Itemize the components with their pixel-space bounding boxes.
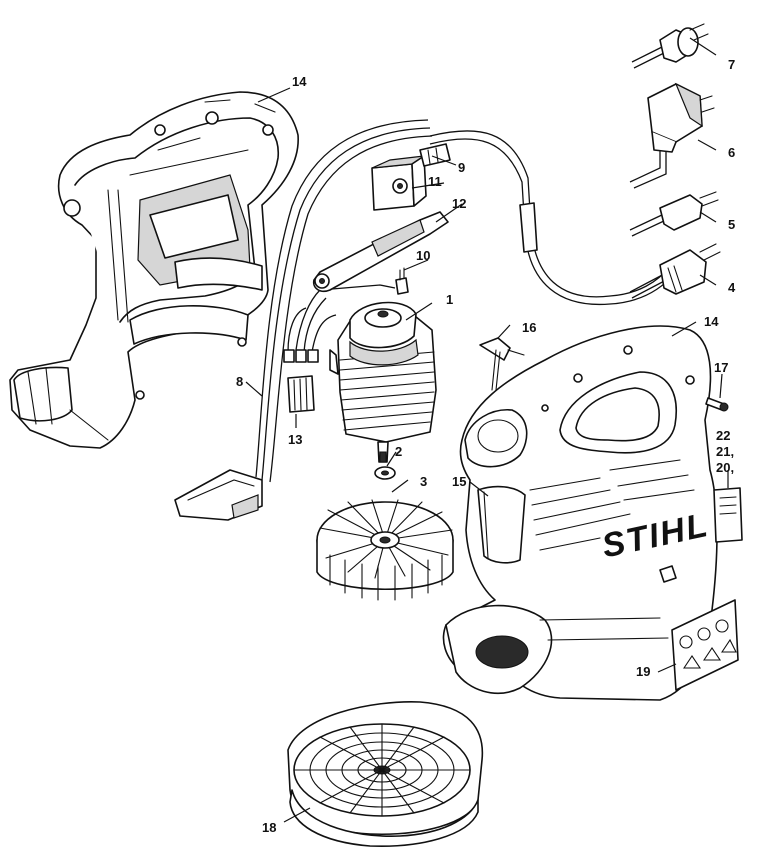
plug-type-5 xyxy=(629,191,719,237)
leader-lines xyxy=(245,37,729,823)
callout-16: 16 xyxy=(522,320,536,335)
cable-clamp xyxy=(312,211,449,293)
nozzle-adapter xyxy=(477,485,526,564)
washer xyxy=(374,466,396,480)
plug-type-7 xyxy=(631,23,709,69)
callout-17: 17 xyxy=(714,360,728,375)
electric-motor xyxy=(329,301,437,463)
mounting-bracket xyxy=(479,337,525,391)
fan-impeller xyxy=(316,499,454,601)
housing-half-right: STIHL xyxy=(442,325,718,701)
housing-half-left xyxy=(9,91,299,449)
callout-4: 4 xyxy=(728,280,736,295)
callout-14-top: 14 xyxy=(292,74,307,89)
callout-10: 10 xyxy=(416,248,430,263)
callout-12: 12 xyxy=(452,196,466,211)
callout-19: 19 xyxy=(636,664,650,679)
intake-cover-grille xyxy=(287,701,484,848)
screw xyxy=(705,397,729,412)
plug-type-6 xyxy=(629,82,715,189)
terminal-block xyxy=(287,375,315,413)
callout-5: 5 xyxy=(728,217,735,232)
motor-connector xyxy=(395,267,409,295)
callout-8: 8 xyxy=(236,374,243,389)
callout-7: 7 xyxy=(728,57,735,72)
callout-2: 2 xyxy=(395,444,402,459)
callout-13: 13 xyxy=(288,432,302,447)
callout-18: 18 xyxy=(262,820,276,835)
callout-21: 21, xyxy=(716,444,734,459)
callout-20: 20, xyxy=(716,460,734,475)
callout-11: 11 xyxy=(428,174,442,189)
callout-14-right: 14 xyxy=(704,314,719,329)
callout-6: 6 xyxy=(728,145,735,160)
callout-15: 15 xyxy=(452,474,466,489)
on-off-switch xyxy=(371,155,427,211)
callout-22: 22 xyxy=(716,428,730,443)
warning-label xyxy=(671,599,739,691)
plug-type-4 xyxy=(629,243,721,299)
rating-label xyxy=(713,487,743,543)
callout-3: 3 xyxy=(420,474,427,489)
callout-numbers: 1 2 3 4 5 6 7 8 9 10 11 12 13 14 14 15 1… xyxy=(236,57,736,835)
callout-9: 9 xyxy=(458,160,465,175)
strain-relief xyxy=(419,143,451,167)
power-cord xyxy=(429,130,675,306)
wiring-harness xyxy=(174,119,433,521)
callout-1: 1 xyxy=(446,292,453,307)
